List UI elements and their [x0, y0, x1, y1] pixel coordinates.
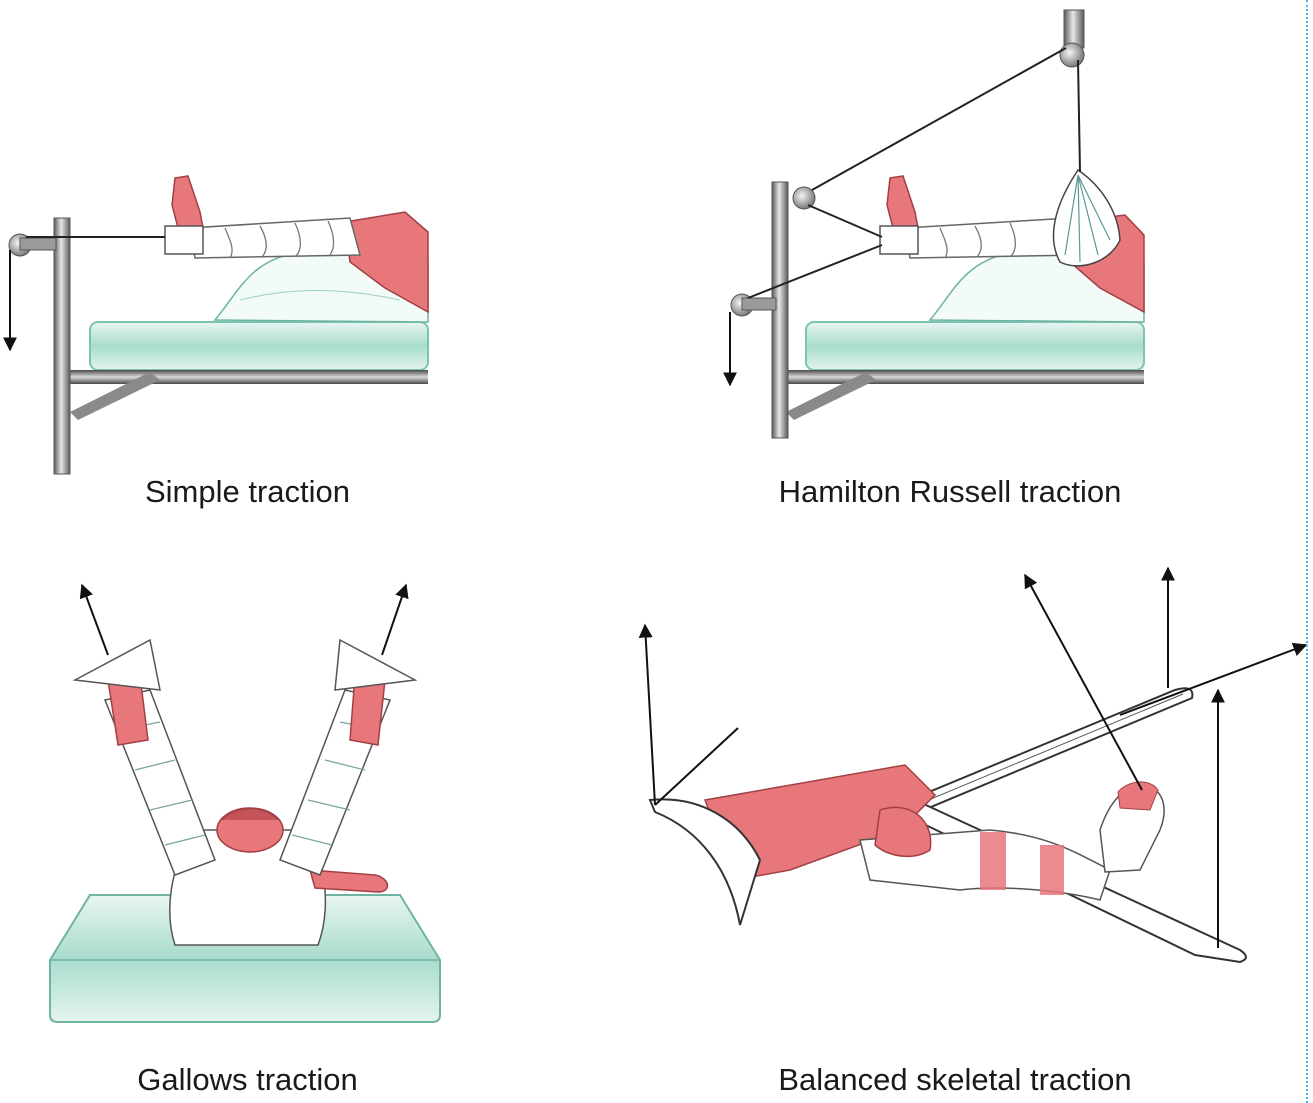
- left-spreader: [72, 638, 161, 691]
- rope: [654, 727, 739, 806]
- rope: [811, 47, 1067, 191]
- rope: [1077, 59, 1081, 173]
- foot: [886, 175, 919, 229]
- page-edge-dotted-line: [1306, 0, 1308, 1103]
- balanced-skeletal-figure: [638, 566, 1308, 964]
- foot: [171, 175, 204, 229]
- foot-pull-arrow: [1024, 573, 1143, 791]
- bed-brace: [786, 372, 876, 420]
- left-pull-arrow: [79, 583, 109, 656]
- mattress: [89, 321, 429, 371]
- thigh-ring: [648, 798, 762, 926]
- axial-pull-arrow: [1119, 642, 1308, 716]
- caption-simple-traction: Simple traction: [144, 474, 351, 509]
- overhead-pulley: [1059, 42, 1085, 68]
- bed-rail: [778, 370, 1144, 384]
- knee: [874, 806, 932, 857]
- mattress: [49, 894, 441, 1023]
- ring-pull-arrow: [638, 623, 656, 806]
- bandaged-leg: [189, 217, 361, 259]
- rope: [747, 244, 883, 299]
- bed-post: [53, 217, 71, 475]
- bed-brace: [70, 372, 160, 420]
- spreader: [164, 225, 204, 255]
- bed-rail: [62, 370, 428, 384]
- upper-post-pulley: [792, 186, 816, 210]
- thigh: [344, 211, 429, 314]
- overhead-bar: [1063, 9, 1085, 49]
- right-pull-arrow: [381, 583, 409, 656]
- caption-balanced-skeletal-traction: Balanced skeletal traction: [778, 1062, 1132, 1097]
- caption-hamilton-russell-traction: Hamilton Russell traction: [778, 474, 1122, 509]
- hamilton-russell-figure: [723, 9, 1145, 439]
- mattress: [805, 321, 1145, 371]
- rope: [807, 204, 883, 238]
- gallows-traction-figure: [49, 583, 441, 1023]
- spreader: [879, 225, 919, 255]
- caption-gallows-traction: Gallows traction: [137, 1062, 358, 1097]
- simple-traction-figure: [3, 175, 429, 475]
- right-spreader: [334, 638, 418, 691]
- arm: [308, 869, 389, 893]
- knee-sling: [1052, 168, 1121, 267]
